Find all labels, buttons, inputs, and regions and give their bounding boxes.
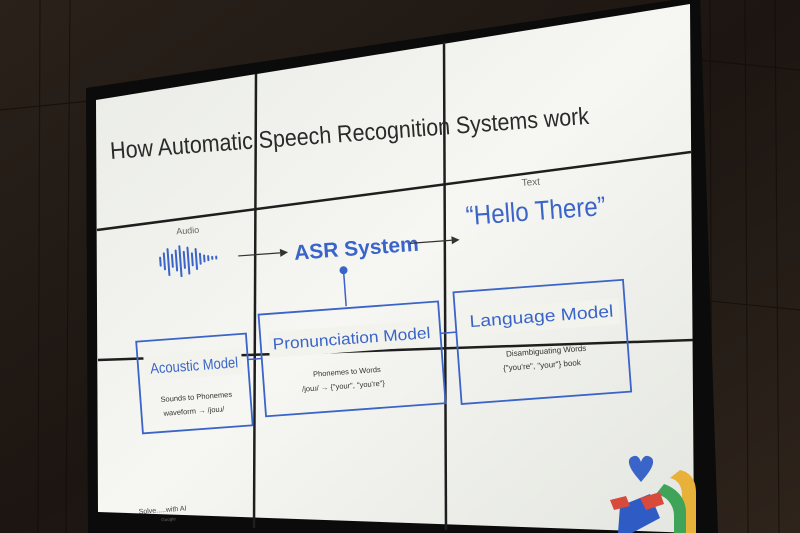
- footer-sub: Google: [161, 516, 176, 522]
- waveform-icon: [159, 245, 218, 278]
- arrow-asr-to-text: [409, 236, 460, 245]
- model-connector: [247, 357, 262, 361]
- model-connector-2: [440, 331, 457, 335]
- language-model-box: Language Model Disambiguating Words {"yo…: [452, 278, 633, 405]
- text-label: Text: [521, 177, 540, 189]
- acoustic-model-box: Acoustic Model Sounds to Phonemes wavefo…: [135, 332, 254, 435]
- audio-label: Audio: [176, 225, 200, 237]
- arrow-audio-to-asr: [238, 248, 289, 257]
- footer-brand: Solve.....with AI: [138, 505, 186, 515]
- slide-screen: [96, 4, 694, 533]
- heart-illustration-icon: [610, 455, 696, 533]
- acoustic-model-title: Acoustic Model: [150, 354, 239, 377]
- asr-connector: [339, 266, 348, 307]
